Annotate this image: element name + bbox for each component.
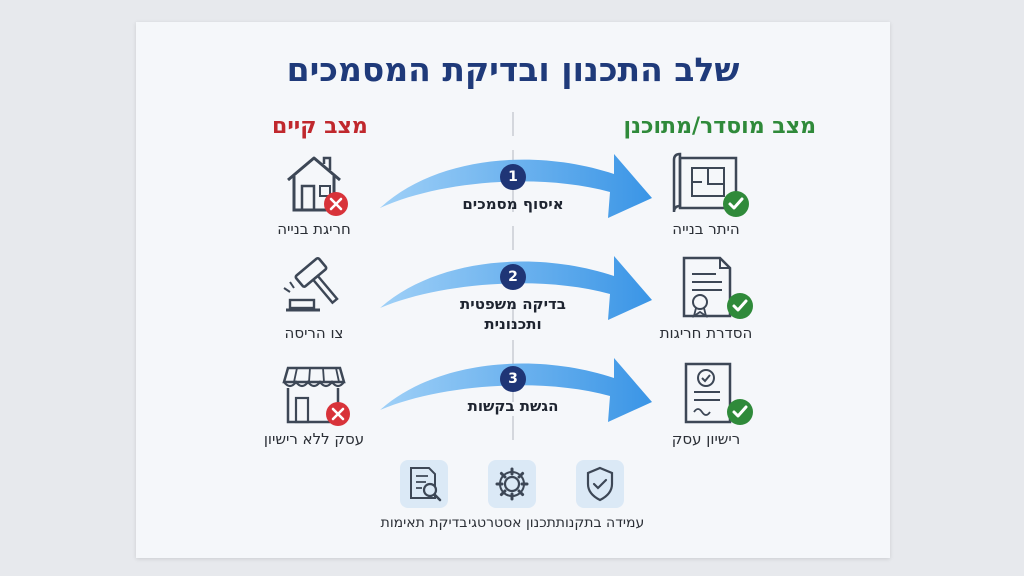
document-search-icon bbox=[410, 467, 442, 502]
blueprint-icon bbox=[672, 152, 749, 217]
compatibility-label: בדיקת תאימות bbox=[380, 515, 468, 531]
arrow-row-2 bbox=[380, 256, 652, 320]
arrow-row-3 bbox=[380, 358, 652, 422]
step-label-2: בדיקה משפטית ותכנונית bbox=[460, 295, 566, 333]
step-badge-3: 3 bbox=[500, 366, 526, 392]
step-badge-2: 2 bbox=[500, 264, 526, 290]
step-label-1: איסוף מסמכים bbox=[462, 195, 564, 213]
step-label-3: הגשת בקשות bbox=[467, 397, 559, 415]
strategy-label: תכנון אסטרטגי bbox=[468, 515, 556, 531]
license-document-icon bbox=[684, 362, 753, 425]
storefront-icon bbox=[282, 366, 350, 426]
strategy-tile bbox=[488, 460, 536, 508]
current-label-3: עסק ללא רישיון bbox=[263, 430, 365, 448]
target-label-1: היתר בנייה bbox=[672, 220, 740, 238]
target-state-heading: מצב מוסדר/מתוכנן bbox=[623, 114, 816, 139]
infographic-card: שלב התכנון ובדיקת המסמכים מצב מוסדר/מתוכ… bbox=[136, 22, 890, 558]
gavel-icon bbox=[283, 256, 339, 312]
shield-check-icon bbox=[586, 466, 614, 502]
compatibility-tile bbox=[400, 460, 448, 508]
step-badge-1: 1 bbox=[500, 164, 526, 190]
house-icon bbox=[287, 156, 348, 216]
current-state-heading: מצב קיים bbox=[272, 114, 368, 139]
compliance-label: עמידה בתקנות bbox=[555, 515, 645, 531]
page-title: שלב התכנון ובדיקת המסמכים bbox=[286, 50, 740, 89]
compliance-tile bbox=[576, 460, 624, 508]
current-label-2: צו הריסה bbox=[284, 324, 344, 342]
current-label-1: חריגת בנייה bbox=[277, 220, 351, 238]
target-label-2: הסדרת חריגות bbox=[659, 324, 753, 342]
gear-icon bbox=[495, 467, 529, 501]
target-label-3: רישיון עסק bbox=[671, 430, 741, 448]
arrows-layer bbox=[380, 154, 652, 422]
certificate-icon bbox=[682, 256, 753, 319]
arrow-row-1 bbox=[380, 154, 652, 218]
